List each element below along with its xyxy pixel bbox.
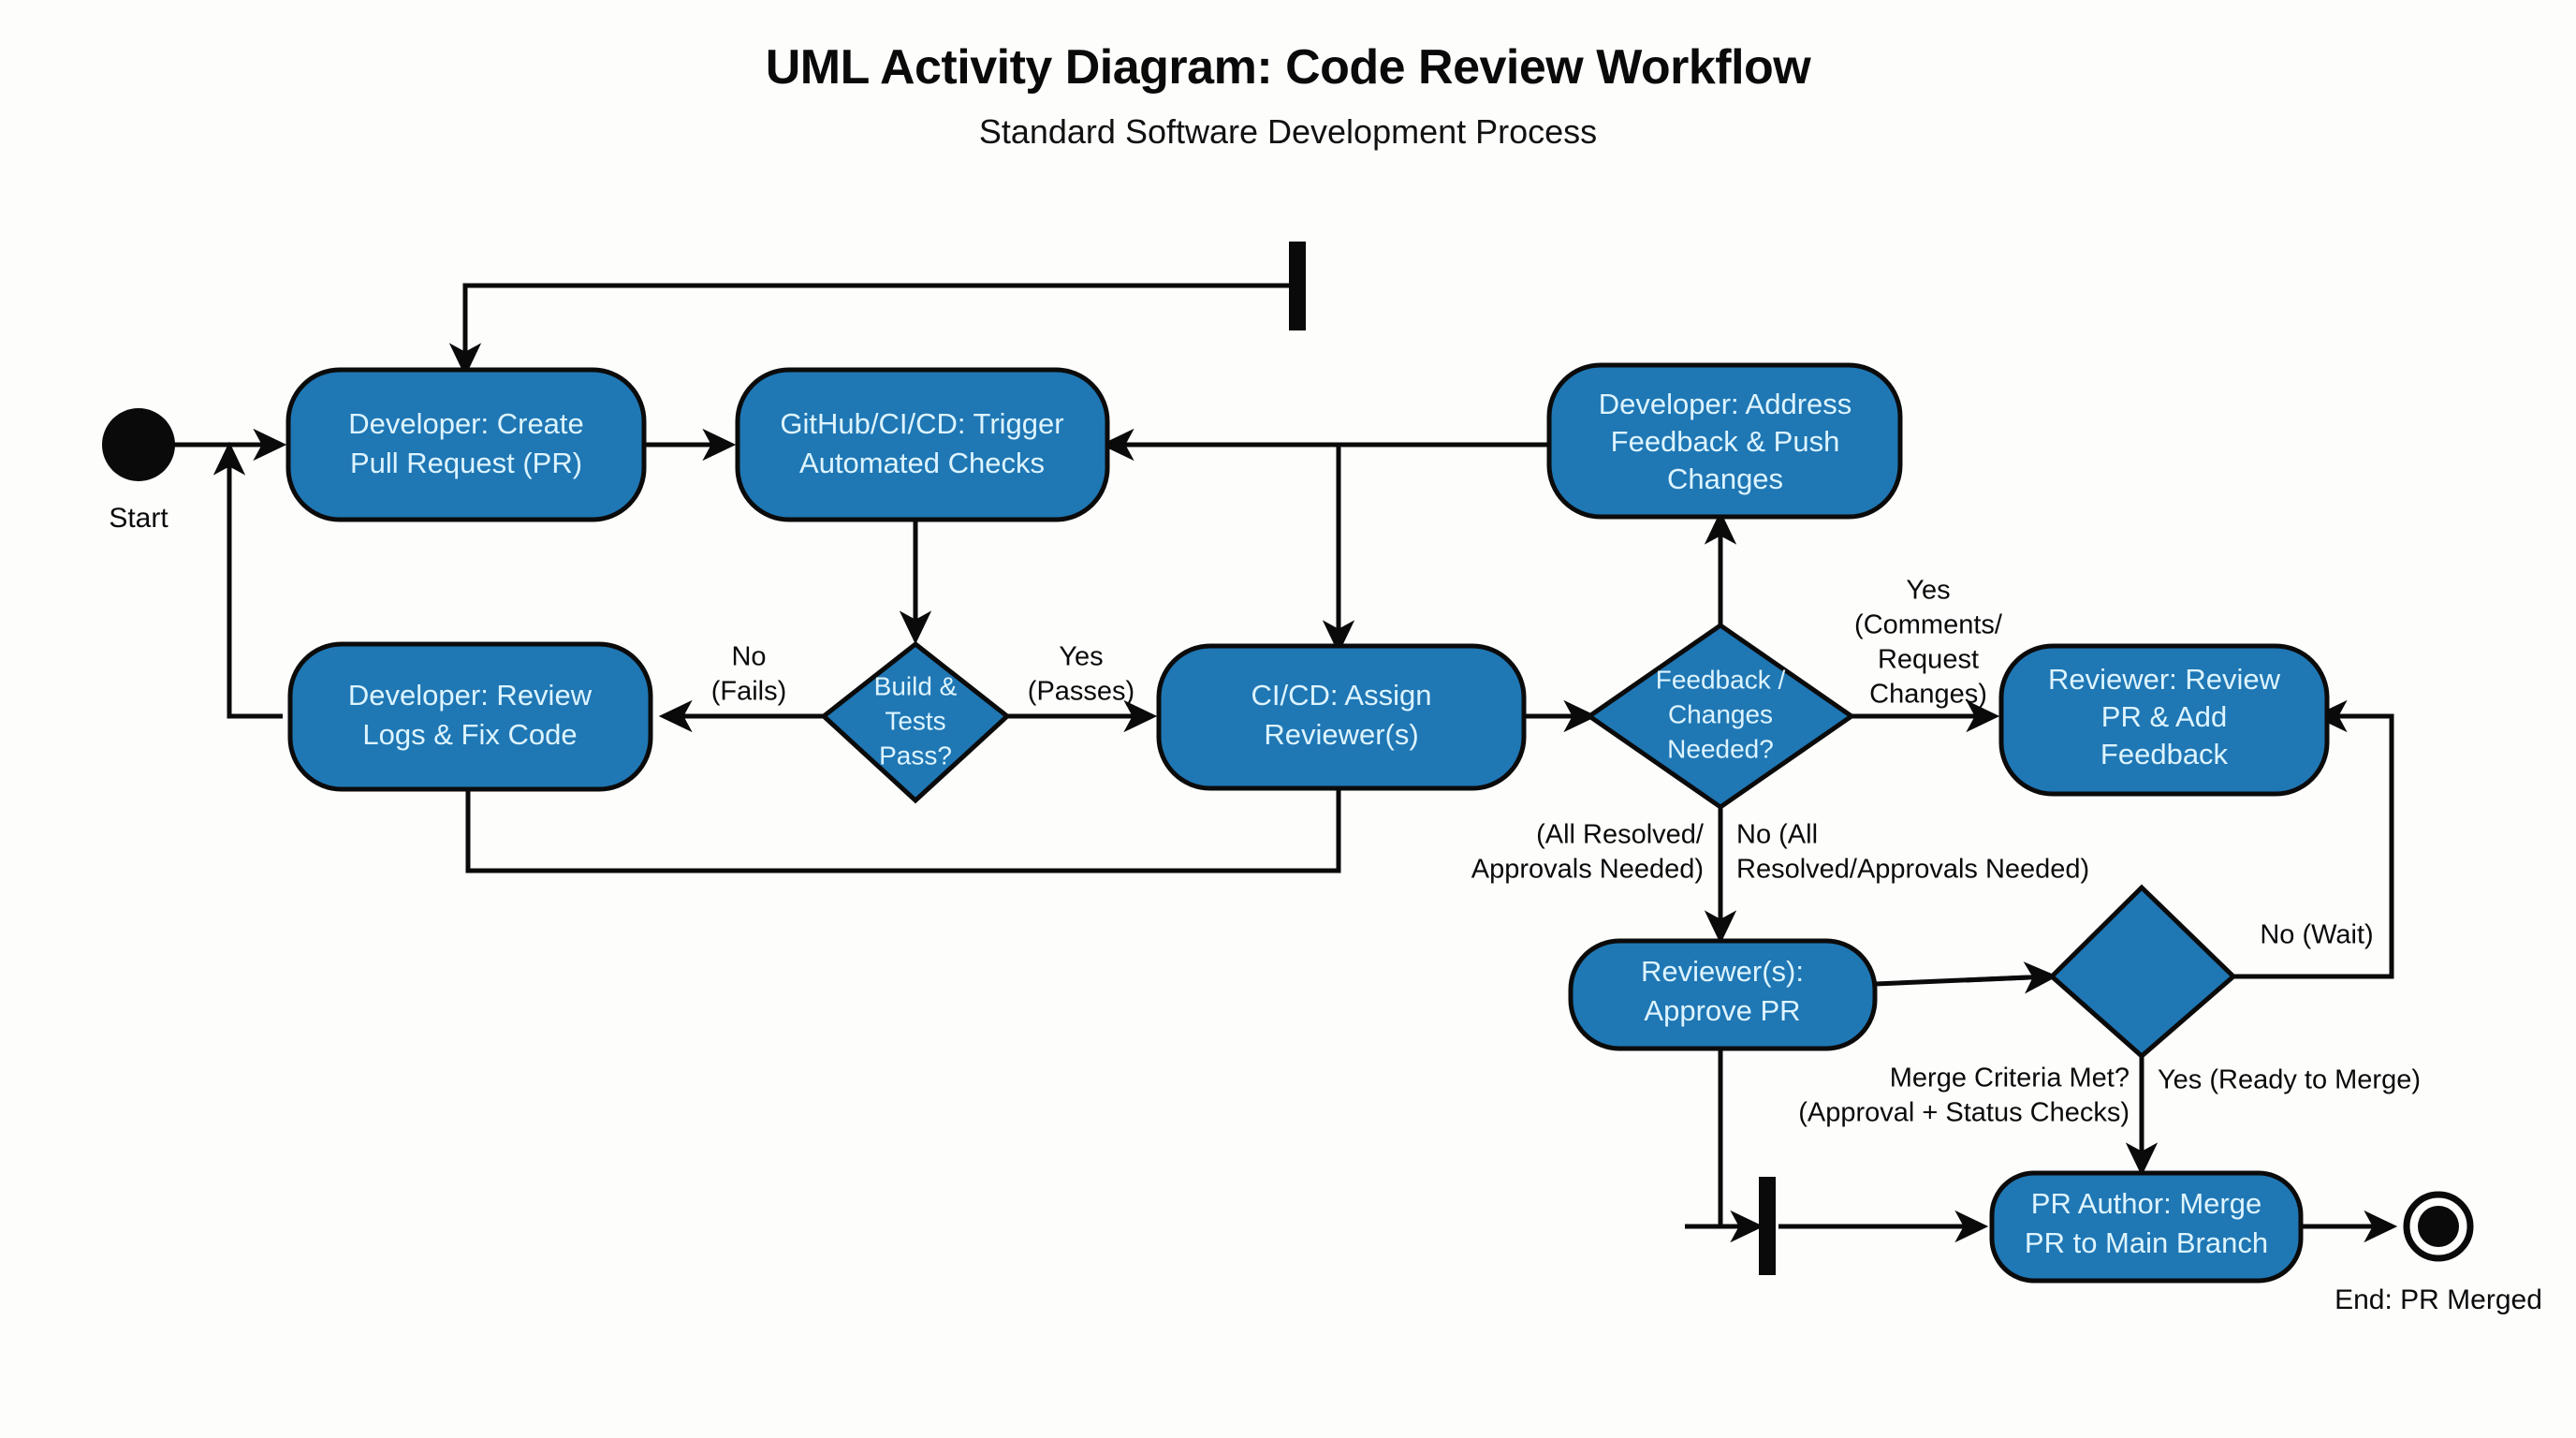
activity-address-feedback-line-2: Feedback & Push bbox=[1611, 425, 1840, 458]
edge-label-merge-no-wait: No (Wait) bbox=[2260, 920, 2373, 950]
activity-review-pr-shape bbox=[1998, 643, 2330, 797]
decision-feedback-changes-shape bbox=[1585, 622, 1856, 811]
end-label: End: PR Merged bbox=[2334, 1284, 2542, 1315]
edge-label-build-no: No (Fails) bbox=[711, 642, 787, 707]
activity-create-pr-line-1: Developer: Create bbox=[348, 407, 584, 440]
activity-address-feedback[interactable]: Developer: Address Feedback & Push Chang… bbox=[1546, 362, 1903, 520]
start-label: Start bbox=[109, 503, 168, 534]
activity-review-pr-line-2: PR & Add bbox=[2101, 700, 2227, 733]
activity-trigger-checks[interactable]: GitHub/CI/CD: Trigger Automated Checks bbox=[735, 367, 1110, 522]
edge-label-feedback-all-resolved: (All Resolved/ Approvals Needed) bbox=[1471, 820, 1705, 885]
activity-review-logs-shape bbox=[287, 641, 653, 792]
edge-label-build-yes: Yes (Passes) bbox=[1028, 642, 1134, 707]
activity-assign-reviewers-shape bbox=[1156, 643, 1527, 791]
decision-merge-criteria-shape bbox=[2048, 884, 2237, 1060]
activity-review-pr-line-1: Reviewer: Review bbox=[2048, 663, 2281, 696]
activity-create-pr-line-2: Pull Request (PR) bbox=[350, 447, 582, 479]
activity-review-pr-line-3: Feedback bbox=[2100, 738, 2229, 770]
activity-merge-pr-line-1: PR Author: Merge bbox=[2031, 1187, 2261, 1220]
edge-label-build-yes-line-1: Yes bbox=[1059, 642, 1103, 672]
activity-approve-pr-shape bbox=[1568, 938, 1878, 1051]
fork-bar-top bbox=[1289, 242, 1306, 330]
decision-feedback-changes-line-2: Changes bbox=[1668, 699, 1773, 728]
activity-approve-pr-line-1: Reviewer(s): bbox=[1641, 955, 1804, 988]
activity-trigger-checks-line-1: GitHub/CI/CD: Trigger bbox=[780, 407, 1063, 440]
edge-label-merge-criteria-question: Merge Criteria Met? (Approval + Status C… bbox=[1798, 1064, 2130, 1128]
decision-build-tests-shape bbox=[820, 640, 1011, 804]
activity-create-pr-shape bbox=[285, 367, 647, 522]
edge-label-feedback-yes-line-3: Request bbox=[1878, 645, 1979, 675]
edge-approve-to-merge-criteria bbox=[1965, 961, 2058, 994]
edge-label-feedback-yes: Yes (Comments/ Request Changes) bbox=[1854, 576, 2003, 710]
activity-merge-pr-line-2: PR to Main Branch bbox=[2025, 1226, 2268, 1259]
activity-review-logs[interactable]: Developer: Review Logs & Fix Code bbox=[287, 641, 653, 792]
edge-review-logs-to-create-pr bbox=[227, 445, 283, 719]
decision-feedback-changes-line-1: Feedback / bbox=[1656, 665, 1786, 694]
decision-merge-criteria[interactable] bbox=[2048, 884, 2237, 1060]
edge-label-merge-criteria-line-2: (Approval + Status Checks) bbox=[1798, 1098, 2130, 1128]
activity-address-feedback-line-3: Changes bbox=[1667, 462, 1783, 495]
edge-label-build-no-line-2: (Fails) bbox=[711, 677, 787, 707]
activity-approve-pr-line-2: Approve PR bbox=[1644, 994, 1800, 1027]
activity-review-pr[interactable]: Reviewer: Review PR & Add Feedback bbox=[1998, 643, 2330, 797]
activity-approve-pr[interactable]: Reviewer(s): Approve PR bbox=[1568, 938, 1878, 1051]
activity-review-logs-line-1: Developer: Review bbox=[348, 679, 593, 712]
activity-create-pr[interactable]: Developer: Create Pull Request (PR) bbox=[285, 367, 647, 522]
activity-trigger-checks-shape bbox=[735, 367, 1110, 522]
edge-approve-to-bottom-bar bbox=[1718, 1047, 1741, 1229]
edge-label-feedback-no-line-2: Resolved/Approvals Needed) bbox=[1736, 855, 2089, 885]
decision-build-tests-line-2: Tests bbox=[885, 706, 945, 735]
edge-label-feedback-all-resolved-line-2: Approvals Needed) bbox=[1471, 855, 1704, 885]
edge-label-feedback-no: No (All Resolved/Approvals Needed) bbox=[1736, 820, 2089, 885]
decision-build-tests[interactable]: Build & Tests Pass? bbox=[820, 640, 1011, 804]
edge-bar-top-to-create-pr bbox=[462, 283, 1296, 363]
edge-label-feedback-yes-line-1: Yes bbox=[1906, 576, 1950, 606]
edge-label-merge-yes: Yes (Ready to Merge) bbox=[2158, 1065, 2421, 1095]
activity-review-logs-line-2: Logs & Fix Code bbox=[362, 718, 577, 751]
activity-address-feedback-shape bbox=[1546, 362, 1903, 520]
edge-label-feedback-all-resolved-line-1: (All Resolved/ bbox=[1536, 820, 1705, 850]
edge-label-build-no-line-1: No bbox=[731, 642, 766, 672]
start-node bbox=[102, 408, 175, 481]
activity-assign-reviewers[interactable]: CI/CD: Assign Reviewer(s) bbox=[1156, 643, 1527, 791]
decision-feedback-changes-line-3: Needed? bbox=[1667, 734, 1774, 763]
end-node-outer-ring bbox=[2403, 1191, 2474, 1262]
edge-label-build-yes-line-2: (Passes) bbox=[1028, 677, 1134, 707]
activity-address-feedback-line-1: Developer: Address bbox=[1599, 388, 1852, 420]
edge-label-feedback-yes-line-4: Changes) bbox=[1869, 680, 1987, 710]
edge-label-merge-criteria-line-1: Merge Criteria Met? bbox=[1890, 1064, 2130, 1093]
activity-assign-reviewers-line-1: CI/CD: Assign bbox=[1251, 679, 1432, 712]
decision-build-tests-line-1: Build & bbox=[874, 671, 958, 700]
edge-label-feedback-no-line-1: No (All bbox=[1736, 820, 1818, 850]
activity-merge-pr[interactable]: PR Author: Merge PR to Main Branch bbox=[1989, 1170, 2304, 1284]
decision-build-tests-line-3: Pass? bbox=[879, 741, 952, 770]
join-bar-bottom bbox=[1759, 1177, 1776, 1275]
activity-trigger-checks-line-2: Automated Checks bbox=[799, 447, 1045, 479]
activity-assign-reviewers-line-2: Reviewer(s) bbox=[1264, 718, 1418, 751]
activity-merge-pr-shape bbox=[1989, 1170, 2304, 1284]
decision-feedback-changes[interactable]: Feedback / Changes Needed? bbox=[1585, 622, 1856, 811]
end-node-inner-dot bbox=[2418, 1206, 2459, 1247]
edge-label-feedback-yes-line-2: (Comments/ bbox=[1854, 610, 2003, 640]
